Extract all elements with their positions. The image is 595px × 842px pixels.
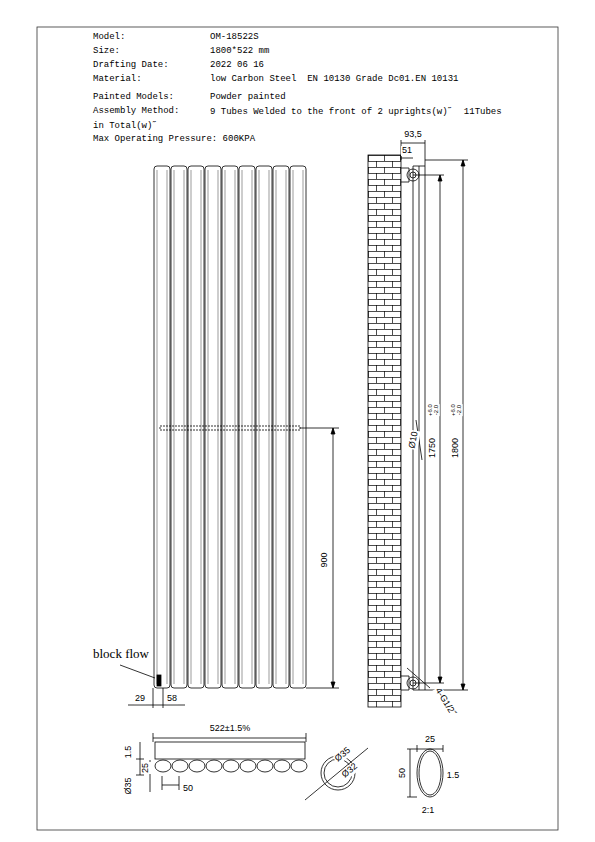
dimension-label: 1750 xyxy=(428,437,438,459)
dimension-label: Ø35 xyxy=(124,776,134,795)
dimension-label: Ø35 xyxy=(333,745,354,765)
dimension-label: 1.5 xyxy=(446,771,461,781)
title-block-text: Drafting Date: xyxy=(93,61,169,71)
title-block-text: Model: xyxy=(93,33,125,43)
dimension-label: -2.0 xyxy=(433,404,440,416)
title-block-text: Powder painted xyxy=(210,93,286,103)
note-label: block flow xyxy=(93,647,149,661)
dimension-label: 2:1 xyxy=(421,806,436,816)
title-block-text: 9 Tubes Welded to the front of 2 upright… xyxy=(93,105,508,133)
dimension-label: Ø32 xyxy=(340,761,361,781)
title-block-text: Assembly Method: xyxy=(93,107,179,117)
title-block-text: Max Operating Pressure: 600KPA xyxy=(93,135,255,145)
dimension-label: 522±1.5% xyxy=(209,724,251,734)
dimension-label: 29 xyxy=(134,694,146,704)
dimension-label: 51 xyxy=(401,146,413,156)
dimension-label: 50 xyxy=(398,767,408,779)
dimension-label: 93,5 xyxy=(403,130,423,140)
dimension-label: 58 xyxy=(166,694,178,704)
dimension-label: 4-G1/2˝ xyxy=(432,686,458,719)
title-block-text: low Carbon Steel EN 10130 Grade Dc01.EN … xyxy=(210,75,458,85)
dimension-label: -2.0 xyxy=(456,404,463,416)
title-block-text: Material: xyxy=(93,75,142,85)
title-block-text: Size: xyxy=(93,47,120,57)
dimension-label: 25 xyxy=(424,735,436,745)
dimension-label: Ø10 xyxy=(407,430,420,450)
dimension-label: 25 xyxy=(141,762,151,774)
title-block-text: Painted Models: xyxy=(93,93,174,103)
title-block-text: 1800*522 mm xyxy=(210,47,269,57)
dimension-label: 50 xyxy=(182,784,194,794)
title-block-text: OM-18522S xyxy=(210,33,259,43)
dimension-label: 900 xyxy=(320,551,330,568)
dimension-label: 1.5 xyxy=(124,745,134,760)
title-block-text: 2022 06 16 xyxy=(210,61,264,71)
dimension-label: 1800 xyxy=(451,437,461,459)
